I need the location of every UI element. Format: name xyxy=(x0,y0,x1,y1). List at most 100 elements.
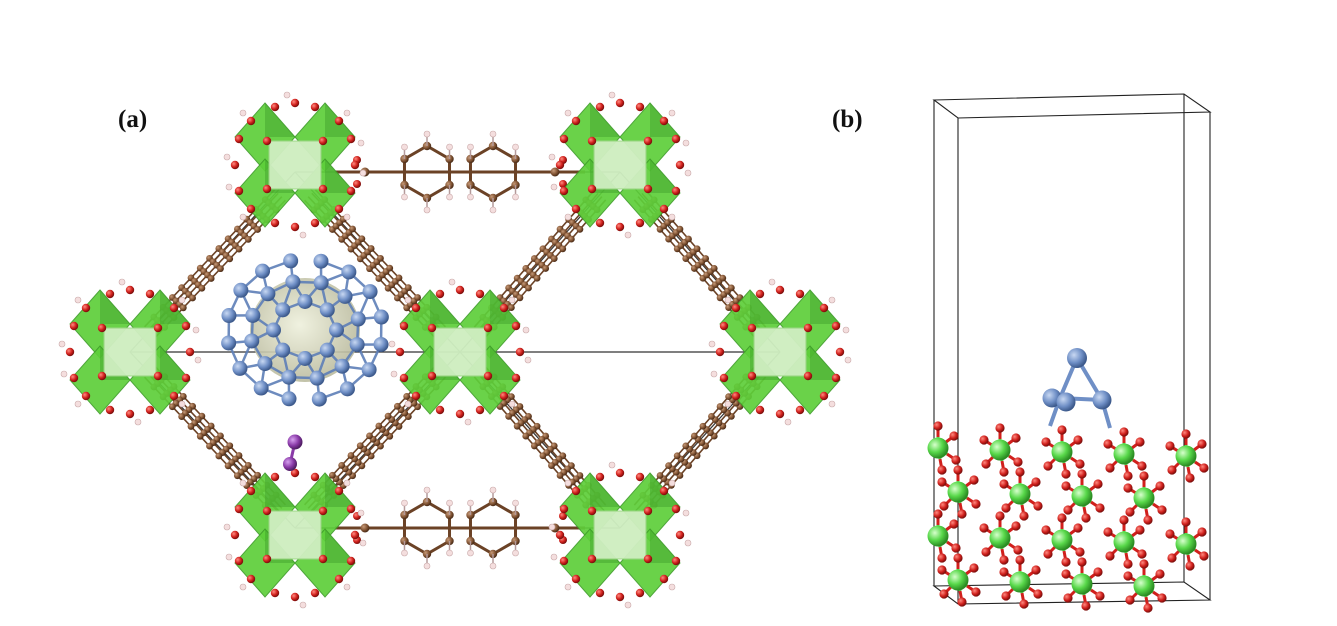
oxygen-atom xyxy=(310,588,320,598)
metal-atom xyxy=(1071,485,1093,507)
hydrogen-atom xyxy=(489,130,497,138)
oxygen-atom xyxy=(1081,601,1091,611)
cluster-atom xyxy=(373,309,389,325)
carbon-atom xyxy=(576,225,584,233)
carbon-atom xyxy=(525,284,532,292)
carbon-atom xyxy=(403,393,411,400)
oxygen-atom xyxy=(1061,469,1071,479)
oxygen-atom xyxy=(270,472,280,482)
oxygen-atom xyxy=(595,102,605,112)
carbon-atom xyxy=(196,432,204,440)
cluster-atom xyxy=(334,358,350,374)
cluster-atom xyxy=(245,307,261,323)
hydrogen-atom xyxy=(423,130,431,138)
hydrogen-atom xyxy=(178,400,186,408)
oxygen-atom xyxy=(559,186,569,196)
oxygen-atom xyxy=(475,405,485,415)
oxygen-atom xyxy=(635,102,645,112)
cluster-atom xyxy=(362,284,378,300)
oxygen-atom xyxy=(399,373,409,383)
node-core xyxy=(753,327,807,377)
oxygen-atom xyxy=(290,222,300,232)
carbon-atom xyxy=(505,412,513,420)
carbon-atom xyxy=(685,235,692,243)
hydrogen-atom xyxy=(343,583,351,591)
oxygen-atom xyxy=(951,455,961,465)
oxygen-atom xyxy=(1137,461,1147,471)
metal-atom xyxy=(947,481,969,503)
oxygen-atom xyxy=(262,184,272,194)
oxygen-atom xyxy=(1001,503,1011,513)
cluster-atom xyxy=(257,356,273,372)
carbon-atom xyxy=(244,235,252,243)
oxygen-atom xyxy=(671,186,681,196)
carbon-atom xyxy=(693,245,701,253)
metal-atom xyxy=(947,569,969,591)
oxygen-atom xyxy=(1157,593,1167,603)
cluster-atom xyxy=(1067,348,1087,368)
carbon-atom xyxy=(198,284,206,292)
oxygen-atom xyxy=(775,285,785,295)
metal-node xyxy=(548,91,692,239)
oxygen-atom xyxy=(1063,505,1073,515)
hydrogen-atom xyxy=(467,499,474,507)
hydrogen-atom xyxy=(448,278,456,286)
linker-biphenyl xyxy=(335,486,585,570)
hydrogen-atom xyxy=(550,553,558,561)
hydrogen-atom xyxy=(467,193,474,201)
oxygen-atom xyxy=(971,499,981,509)
hydrogen-atom xyxy=(343,479,351,487)
cluster-atom xyxy=(260,286,276,302)
hydrogen-atom xyxy=(343,213,351,221)
oxygen-atom xyxy=(1139,471,1149,481)
oxygen-atom xyxy=(1011,433,1021,443)
hydrogen-atom xyxy=(624,601,632,609)
oxygen-atom xyxy=(719,373,729,383)
oxygen-atom xyxy=(731,303,741,313)
oxygen-atom xyxy=(334,486,344,496)
metal-nodes xyxy=(58,91,852,609)
slab-panel xyxy=(927,93,1212,613)
metal-atom xyxy=(1009,571,1031,593)
oxygen-atom xyxy=(334,204,344,214)
node-core xyxy=(593,140,647,190)
oxygen-atom xyxy=(1031,477,1041,487)
oxygen-atom xyxy=(719,321,729,331)
cluster-atom xyxy=(339,381,355,397)
carbon-atom xyxy=(567,235,575,243)
hydrogen-atom xyxy=(684,539,692,547)
oxygen-atom xyxy=(483,371,493,381)
carbon-atom xyxy=(708,412,715,420)
oxygen-atom xyxy=(475,289,485,299)
oxygen-atom xyxy=(310,218,320,228)
cluster-atom xyxy=(1056,392,1076,412)
oxygen-atom xyxy=(1125,595,1135,605)
oxygen-atom xyxy=(1135,525,1145,535)
hydrogen-atom xyxy=(343,109,351,117)
hydrogen-atom xyxy=(223,153,231,161)
cluster-atom xyxy=(244,333,260,349)
oxygen-atom xyxy=(1093,567,1103,577)
oxygen-atom xyxy=(1125,507,1135,517)
hydrogen-atom xyxy=(784,418,792,426)
oxygen-atom xyxy=(1015,555,1025,565)
hydrogen-atom xyxy=(225,183,233,191)
oxygen-atom xyxy=(81,391,91,401)
hydrogen-atom xyxy=(225,553,233,561)
oxygen-atom xyxy=(69,321,79,331)
hydrogen-atom xyxy=(446,499,453,507)
oxygen-atom xyxy=(939,589,949,599)
oxygen-atom xyxy=(939,501,949,511)
oxygen-atom xyxy=(1185,561,1195,571)
horizontal-linkers xyxy=(335,130,585,570)
oxygen-atom xyxy=(230,530,240,540)
hydrogen-atom xyxy=(239,479,247,487)
oxygen-atom xyxy=(555,530,565,540)
carbon-atom xyxy=(386,264,394,272)
oxygen-atom xyxy=(571,574,581,584)
oxygen-atom xyxy=(831,373,841,383)
oxygen-atom xyxy=(97,371,107,381)
oxygen-atom xyxy=(169,303,179,313)
hydrogen-atom xyxy=(423,562,431,570)
